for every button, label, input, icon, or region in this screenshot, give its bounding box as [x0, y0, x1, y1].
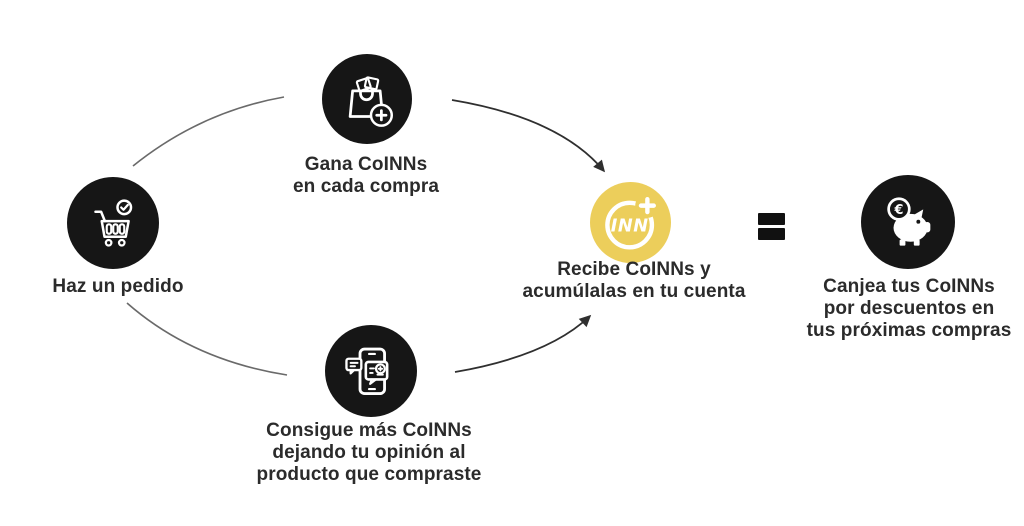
redeem-step-label-line: tus próximas compras [806, 320, 1012, 341]
equals-icon [758, 213, 785, 243]
redeem-step-label-line: por descuentos en [823, 298, 995, 319]
earn-step-label-line: en cada compra [292, 176, 440, 197]
review-step-label-line: producto que compraste [256, 464, 482, 485]
earn-step-label: Gana CoINNs en cada compra [293, 154, 439, 198]
bag-plus-icon [348, 76, 394, 127]
receive-step-label: Recibe CoINNs y acumúlalas en tu cuenta [523, 259, 746, 303]
review-step-label-line: Consigue más CoINNs [266, 420, 472, 441]
review-step-label: Consigue más CoINNs dejando tu opinión a… [257, 420, 482, 486]
arrow-order-to-review [126, 302, 288, 376]
arrow-earn-to-receive [451, 99, 606, 173]
redeem-step-label-line: Canjea tus CoINNs [823, 276, 995, 297]
earn-step-label-line: Gana CoINNs [304, 154, 428, 175]
receive-step-label-line: Recibe CoINNs y [557, 259, 711, 280]
redeem-step-circle: € [861, 175, 955, 269]
arrow-review-to-receive [454, 314, 592, 373]
order-step-label-line: Haz un pedido [52, 276, 184, 297]
order-step-circle [67, 177, 159, 269]
redeem-step-label: Canjea tus CoINNs por descuentos en tus … [807, 276, 1012, 342]
coin-euro-symbol: € [893, 203, 903, 218]
coinn-coin-plus-icon: INN [605, 193, 660, 250]
order-step-label: Haz un pedido [52, 276, 183, 298]
review-step-label-line: dejando tu opinión al [272, 442, 466, 463]
earn-step-circle [322, 54, 412, 144]
cart-check-icon [94, 199, 133, 247]
coin-inn-text: INN [611, 216, 649, 236]
equals-bar-top [758, 213, 785, 225]
receive-step-circle: INN [590, 182, 671, 263]
phone-review-plus-icon [345, 347, 389, 396]
review-step-circle [325, 325, 417, 417]
equals-bar-bottom [758, 228, 785, 240]
arrow-order-to-earn [132, 96, 285, 167]
piggy-bank-euro-icon: € [887, 197, 931, 246]
receive-step-label-line: acumúlalas en tu cuenta [522, 281, 746, 302]
